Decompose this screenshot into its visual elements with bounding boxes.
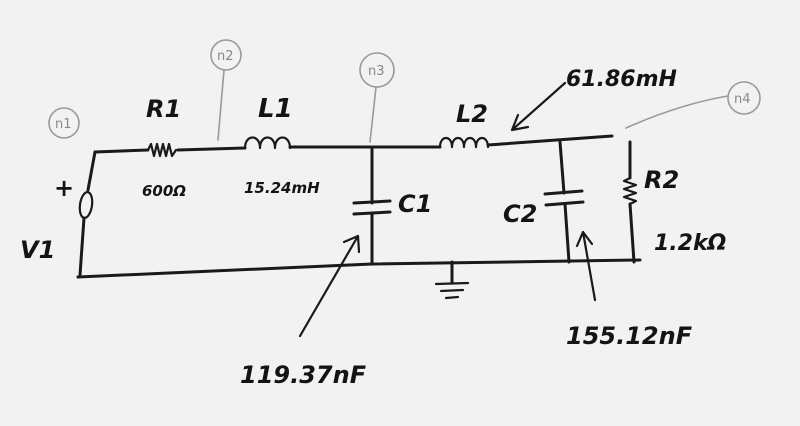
l1-value: 15.24mH — [244, 179, 320, 197]
c2-label: C2 — [503, 200, 537, 228]
capacitor-c2 — [543, 140, 585, 264]
r2-label: R2 — [644, 166, 679, 194]
node-marker-n2 — [210, 39, 242, 141]
l2-value-arrow — [510, 81, 567, 132]
inductor-l1 — [243, 136, 292, 150]
left-wire-lower — [78, 216, 86, 277]
node-label-n1: n1 — [55, 117, 72, 132]
node-marker-n3 — [359, 52, 395, 143]
c1-label: C1 — [398, 190, 432, 218]
source-polarity: + — [54, 174, 74, 202]
r2-value: 1.2kΩ — [654, 231, 726, 256]
ground-symbol — [434, 260, 470, 300]
resistor-r2 — [622, 140, 638, 264]
c1-value: 119.37nF — [240, 361, 367, 389]
r1-label: R1 — [146, 95, 181, 123]
left-wire — [86, 150, 97, 192]
capacitor-c1 — [352, 145, 392, 266]
resistor-r1 — [146, 142, 178, 158]
l2-label: L2 — [456, 100, 488, 128]
node-label-n2: n2 — [217, 49, 234, 64]
c2-value-arrow — [575, 230, 597, 302]
source-label-v1: V1 — [20, 236, 55, 264]
bottom-wire — [76, 258, 642, 279]
top-wire — [93, 134, 614, 154]
node-marker-n1 — [48, 107, 80, 139]
voltage-source-v1 — [78, 190, 94, 220]
inductor-l2 — [438, 136, 490, 149]
node-label-n4: n4 — [734, 92, 751, 107]
l2-value: 61.86mH — [566, 67, 677, 92]
c2-value: 155.12nF — [566, 322, 693, 350]
node-marker-n4 — [625, 81, 761, 129]
l1-label: L1 — [258, 94, 293, 124]
node-label-n3: n3 — [368, 64, 385, 79]
r1-value: 600Ω — [142, 182, 186, 200]
c1-value-arrow — [298, 234, 361, 338]
